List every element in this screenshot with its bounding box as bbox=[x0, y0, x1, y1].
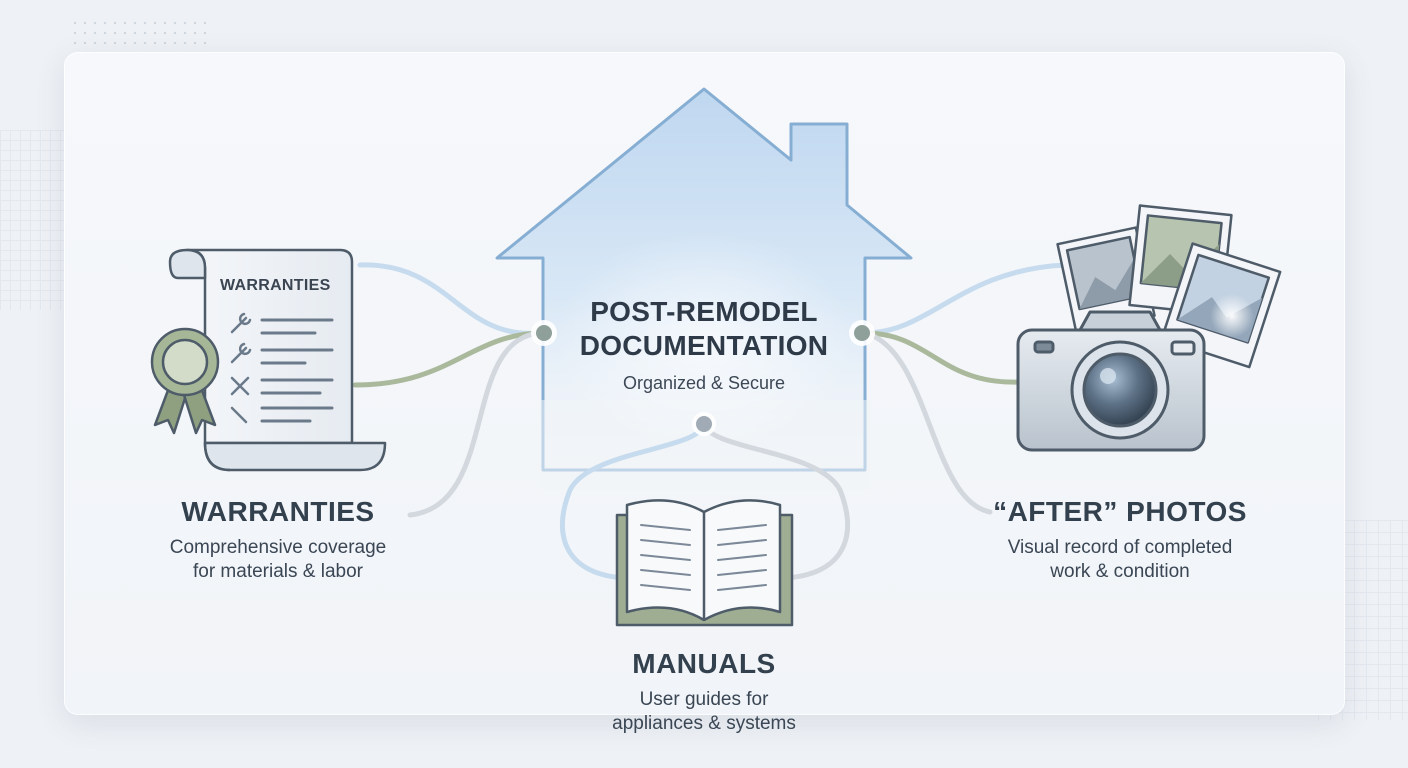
manuals-connector-lines bbox=[559, 421, 851, 581]
background-dot-pattern bbox=[70, 18, 210, 52]
center-title-line2: DOCUMENTATION bbox=[579, 330, 829, 361]
warranties-label: WARRANTIES Comprehensive coverage for ma… bbox=[130, 496, 426, 584]
center-label: POST-REMODEL DOCUMENTATION Organized & S… bbox=[545, 295, 863, 394]
manuals-label: MANUALS User guides for appliances & sys… bbox=[554, 648, 854, 736]
photos-label: “AFTER” PHOTOS Visual record of complete… bbox=[970, 496, 1270, 584]
warranties-desc-line1: Comprehensive coverage bbox=[169, 537, 387, 558]
tool-icons bbox=[230, 312, 252, 424]
photo-prints-icon bbox=[1056, 204, 1282, 369]
center-subtitle: Organized & Secure bbox=[622, 373, 786, 393]
warranty-seal-icon bbox=[150, 327, 220, 435]
connector-node-right bbox=[849, 320, 875, 346]
manuals-title: MANUALS bbox=[632, 648, 776, 679]
connector-node-left bbox=[531, 320, 557, 346]
warranties-title: WARRANTIES bbox=[181, 496, 375, 527]
photos-desc-line1: Visual record of completed bbox=[1007, 537, 1233, 558]
warranties-desc-line2: for materials & labor bbox=[192, 561, 363, 582]
warranty-document-icon bbox=[168, 248, 387, 472]
camera-icon bbox=[1016, 310, 1206, 452]
manuals-desc-line2: appliances & systems bbox=[612, 713, 796, 734]
photos-desc-line2: work & condition bbox=[1050, 561, 1190, 582]
photos-connector-lines bbox=[862, 262, 1068, 515]
warranties-connector-lines bbox=[352, 262, 543, 518]
connector-node-bottom bbox=[692, 412, 716, 436]
warranty-document-heading: WARRANTIES bbox=[220, 277, 331, 294]
house-outline-icon bbox=[495, 87, 913, 490]
manuals-desc-line1: User guides for bbox=[639, 689, 769, 710]
photos-title: “AFTER” PHOTOS bbox=[993, 496, 1247, 527]
open-book-icon bbox=[615, 499, 794, 627]
center-title-line1: POST-REMODEL bbox=[590, 296, 818, 327]
background-grid-left bbox=[0, 130, 70, 310]
